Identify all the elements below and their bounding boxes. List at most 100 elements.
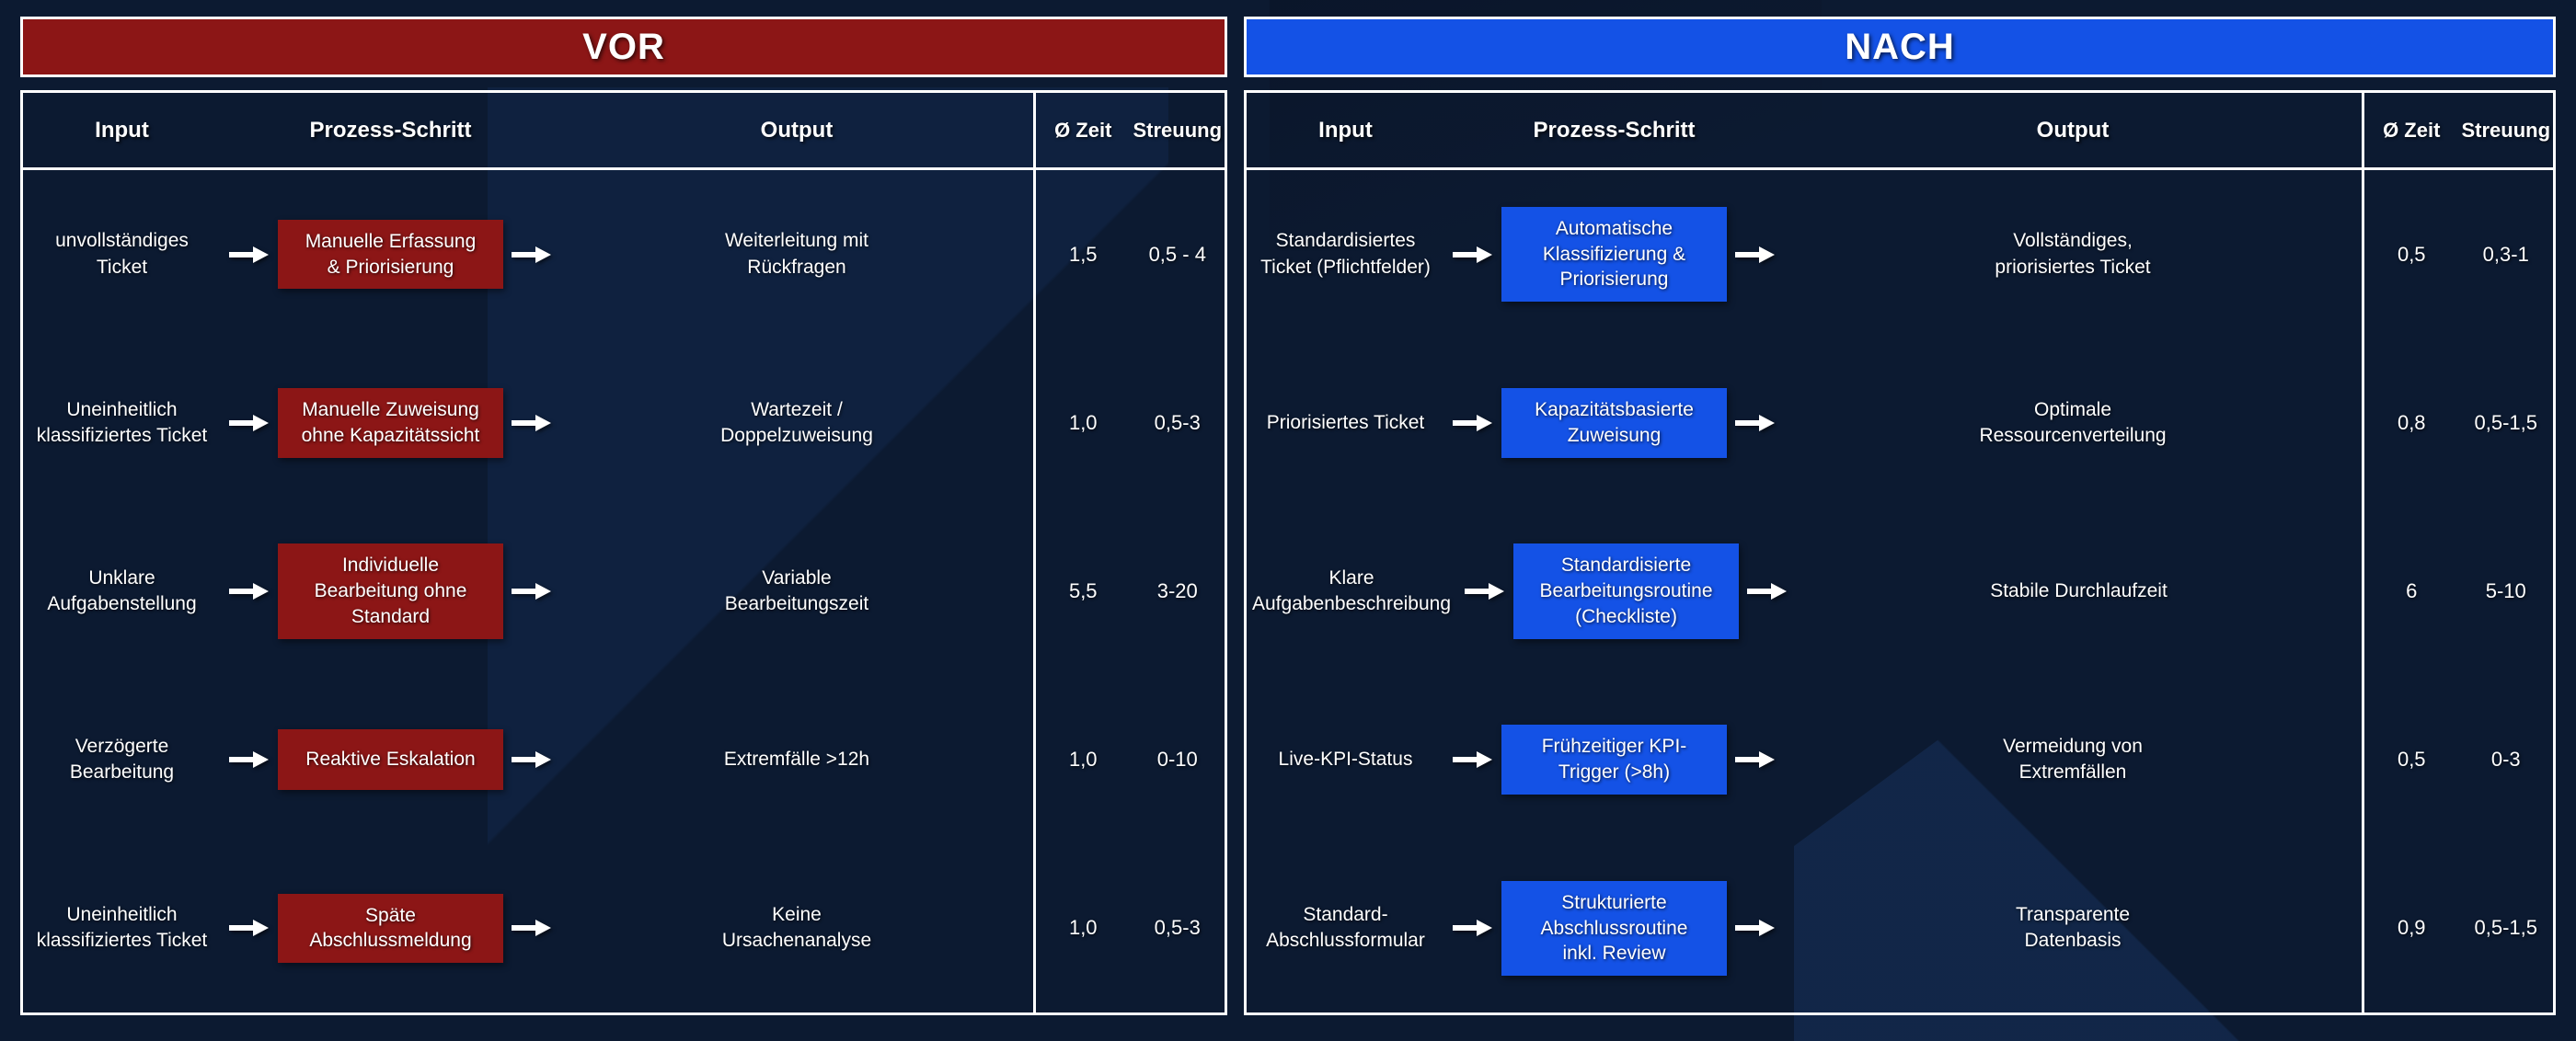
cell-input: Standard-Abschlussformular	[1266, 904, 1425, 952]
arrow-process-to-output	[503, 918, 560, 938]
metrics-row: 0,5 0,3-1	[2364, 170, 2553, 338]
banner-gap-right	[1244, 77, 2556, 90]
header-output-vor: Output	[760, 117, 834, 143]
arrow-right-icon	[229, 918, 270, 938]
cell-spread: 5-10	[2485, 579, 2526, 602]
arrow-right-icon	[229, 245, 270, 265]
banner-nach: NACH	[1244, 17, 2556, 77]
arrow-right-icon	[512, 245, 552, 265]
arrow-input-to-process	[1444, 749, 1501, 770]
header-process-nach: Prozess-Schritt	[1533, 117, 1696, 143]
cell-output: Vollständiges,priorisiertes Ticket	[1995, 230, 2151, 278]
arrow-right-icon	[1747, 581, 1788, 601]
arrow-input-to-process	[221, 749, 278, 770]
cell-spread: 0,5-1,5	[2474, 410, 2538, 434]
metrics-header-row-vor: Ø Zeit Streuung	[1036, 93, 1225, 170]
header-output-nach: Output	[2036, 117, 2110, 143]
flow-column-nach: Input Prozess-Schritt Output Standardisi…	[1247, 93, 2364, 1012]
header-input-nach: Input	[1318, 117, 1373, 143]
table-vor: Input Prozess-Schritt Output unvollständ…	[20, 90, 1227, 1015]
arrow-right-icon	[229, 749, 270, 770]
metrics-row: 1,0 0-10	[1036, 676, 1225, 844]
cell-output: Wartezeit /Doppelzuweisung	[720, 398, 873, 446]
cell-process: Frühzeitiger KPI-Trigger (>8h)	[1501, 725, 1727, 795]
arrow-process-to-output	[503, 413, 560, 433]
cell-process: Reaktive Eskalation	[278, 729, 503, 791]
header-spread-nach: Streuung	[2461, 118, 2551, 142]
cell-avg-time: 1,0	[1068, 916, 1098, 940]
panel-nach: NACH Input Prozess-Schritt Output Standa…	[1244, 17, 2556, 1015]
arrow-right-icon	[229, 581, 270, 601]
arrow-process-to-output	[1727, 413, 1784, 433]
cell-avg-time: 0,5	[2397, 748, 2426, 772]
cell-avg-time: 0,5	[2397, 242, 2426, 266]
cell-avg-time: 1,5	[1068, 242, 1098, 266]
cell-avg-time: 1,0	[1068, 410, 1098, 434]
arrow-right-icon	[1735, 245, 1776, 265]
banner-vor: VOR	[20, 17, 1227, 77]
header-row-nach: Input Prozess-Schritt Output	[1247, 93, 2362, 170]
cell-avg-time: 5,5	[1068, 579, 1098, 602]
process-step-box[interactable]: Frühzeitiger KPI-Trigger (>8h)	[1501, 725, 1727, 795]
arrow-right-icon	[1453, 749, 1493, 770]
header-input-vor: Input	[95, 117, 149, 143]
header-spread-vor: Streuung	[1133, 118, 1223, 142]
arrow-input-to-process	[1444, 245, 1501, 265]
arrow-input-to-process	[221, 413, 278, 433]
arrow-right-icon	[1453, 245, 1493, 265]
cell-spread: 0,3-1	[2482, 242, 2529, 266]
cell-input: Live-KPI-Status	[1278, 749, 1413, 771]
cell-spread: 0,5-3	[1154, 410, 1201, 434]
arrow-input-to-process	[1444, 413, 1501, 433]
cell-spread: 0-10	[1156, 748, 1198, 772]
cell-avg-time: 1,0	[1068, 748, 1098, 772]
arrow-input-to-process	[221, 245, 278, 265]
header-avg-time-nach: Ø Zeit	[2383, 118, 2441, 142]
arrow-right-icon	[512, 918, 552, 938]
arrow-process-to-output	[503, 581, 560, 601]
metrics-row: 1,0 0,5-3	[1036, 338, 1225, 507]
arrow-process-to-output	[1727, 749, 1784, 770]
metrics-row: 5,5 3-20	[1036, 507, 1225, 675]
process-step-box[interactable]: Manuelle Erfassung& Priorisierung	[278, 219, 503, 290]
arrow-right-icon	[1453, 413, 1493, 433]
arrow-input-to-process	[221, 581, 278, 601]
cell-output: Extremfälle >12h	[723, 749, 870, 771]
arrow-process-to-output	[1739, 581, 1796, 601]
cell-spread: 3-20	[1156, 579, 1198, 602]
header-row-vor: Input Prozess-Schritt Output	[23, 93, 1033, 170]
flow-column-vor: Input Prozess-Schritt Output unvollständ…	[23, 93, 1036, 1012]
header-avg-time-vor: Ø Zeit	[1054, 118, 1112, 142]
process-step-box[interactable]: Reaktive Eskalation	[278, 729, 503, 791]
